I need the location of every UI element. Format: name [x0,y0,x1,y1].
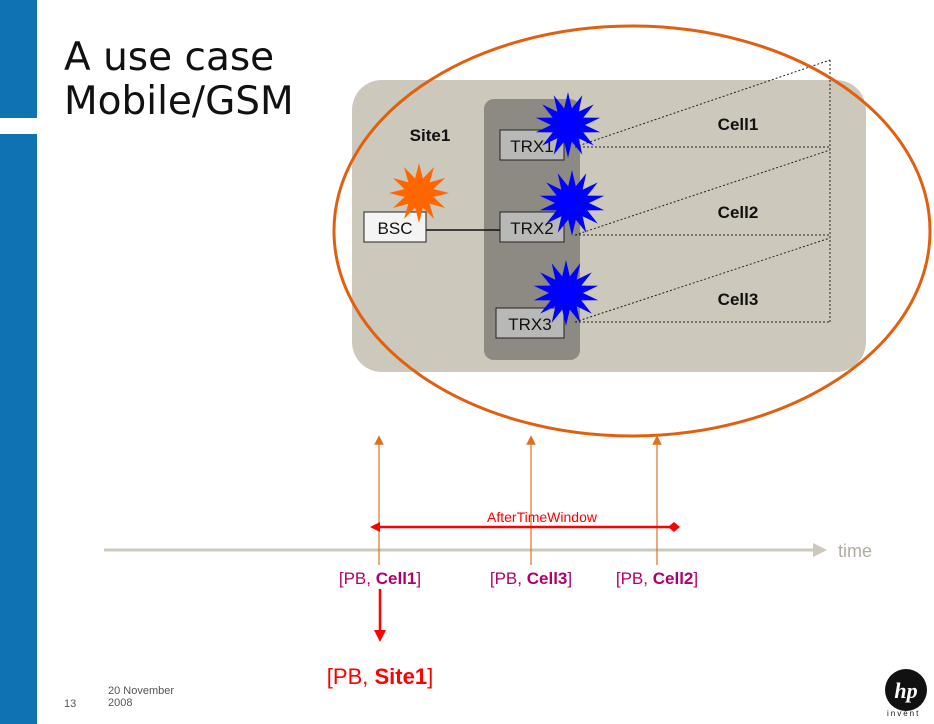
bsc-label: BSC [378,219,413,238]
event-label-cell2: [PB, Cell2] [616,569,698,588]
trx1-alarm-burst [535,92,601,158]
bsc-alarm-burst [389,163,449,223]
event-label-cell2-entity: Cell2 [653,569,694,588]
hp-logo-mark: hp [885,669,927,711]
trx3-label: TRX3 [508,315,551,334]
result-arrowhead [374,630,386,642]
hp-logo-text: invent [887,709,921,718]
cell1-label: Cell1 [718,115,759,134]
trx1-label: TRX1 [510,137,553,156]
event-label-cell3-entity: Cell3 [527,569,568,588]
site-boundary-ellipse [332,24,932,438]
sidebar-accent-bottom [0,134,37,724]
trx3-alarm-burst [533,260,599,326]
hp-logo: hp invent [884,668,930,718]
event-label-cell1: [PB, Cell1] [339,569,421,588]
event-label-cell2-prefix: [PB, [616,569,653,588]
time-window-end-marker [668,522,680,532]
event-label-cell3-suffix: ] [567,569,572,588]
event-label-cell3-prefix: [PB, [490,569,527,588]
time-axis-label: time [838,541,872,561]
hp-logo-mark-text: hp [894,678,917,703]
bsc-box [363,211,427,243]
event-label-cell3: [PB, Cell3] [490,569,572,588]
trx2-alarm-burst [539,170,605,236]
cell3-label: Cell3 [718,290,759,309]
result-label-suffix: ] [427,664,433,689]
trx2-label: TRX2 [510,219,553,238]
result-label-entity: Site1 [374,664,427,689]
sidebar-accent-top [0,0,37,118]
cell2-label: Cell2 [718,203,759,222]
event-label-cell1-suffix: ] [416,569,421,588]
site-area [352,80,866,372]
cell-coverage-lines [574,59,831,323]
trx3-box [495,307,565,339]
event-label-cell2-suffix: ] [693,569,698,588]
slide-title: A use case Mobile/GSM [64,36,294,124]
result-label-site1: [PB, Site1] [327,664,433,689]
time-window-start-marker [370,522,380,532]
slide-title-line2: Mobile/GSM [64,79,294,124]
time-window-label: AfterTimeWindow [487,509,598,525]
result-label-prefix: [PB, [327,664,375,689]
site-label: Site1 [410,126,451,145]
footer-date: 20 November 2008 [108,685,175,709]
page-number: 13 [64,698,77,710]
time-axis-arrowhead [813,543,827,557]
event-label-cell1-entity: Cell1 [376,569,417,588]
alarm-bursts [389,92,605,326]
slide-title-line1: A use case [64,35,275,80]
event-label-cell1-prefix: [PB, [339,569,376,588]
